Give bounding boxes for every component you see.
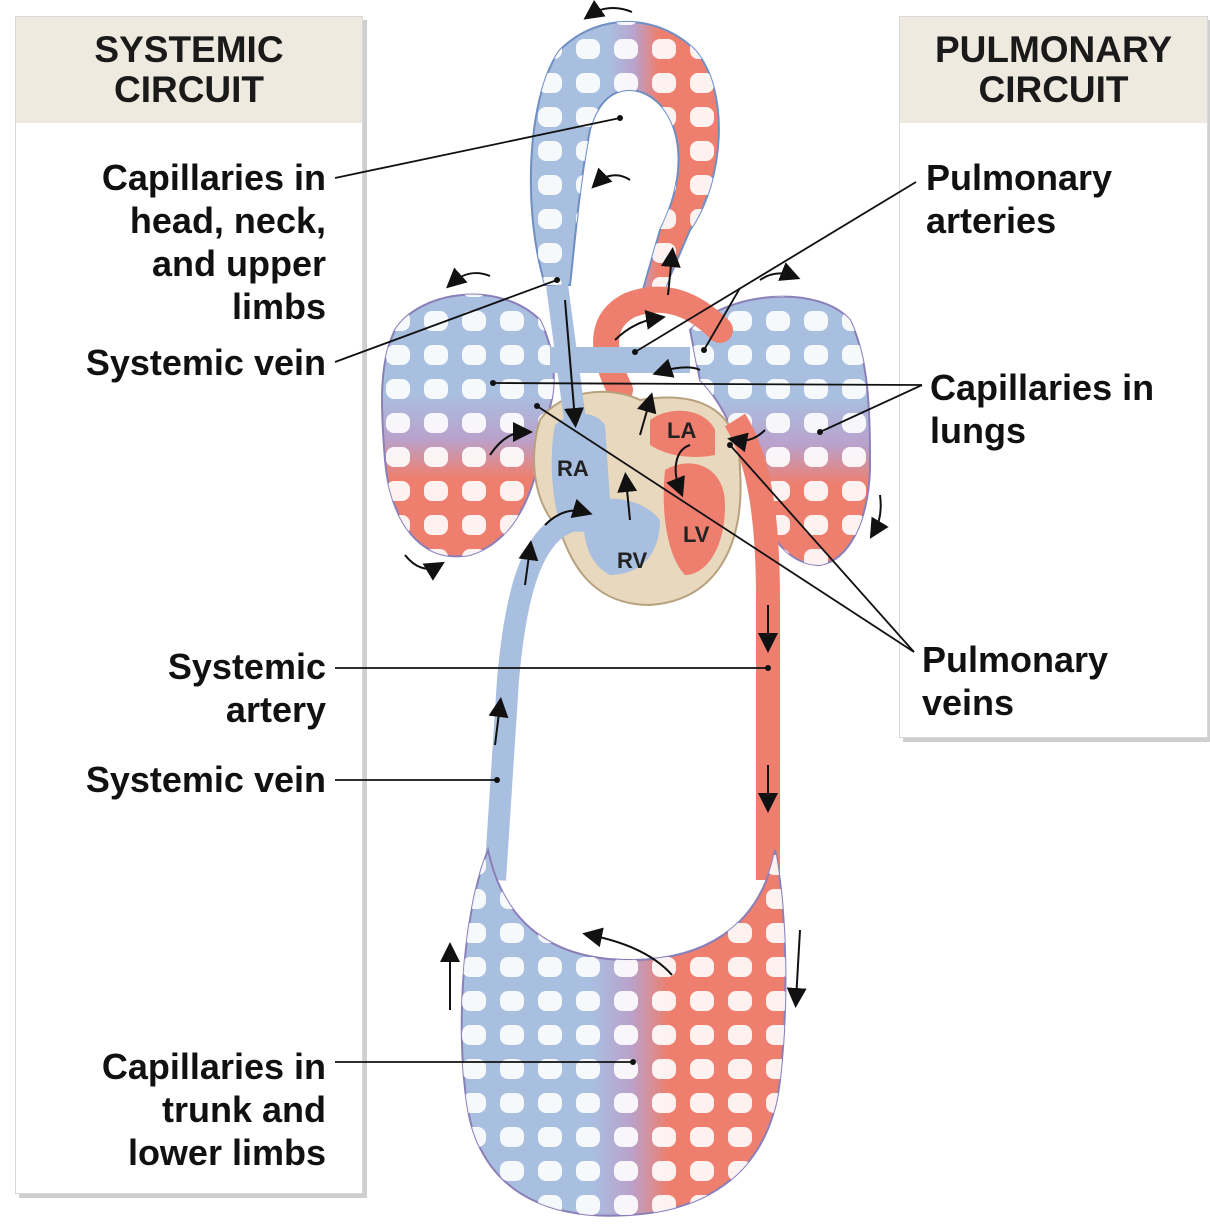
label-cap-lungs-line2: lungs: [930, 409, 1154, 452]
chamber-ra: RA: [557, 456, 589, 481]
label-cap-trunk-line1: Capillaries in: [102, 1045, 326, 1088]
label-cap-head-line3: and upper: [102, 242, 326, 285]
label-sys-artery-line2: artery: [168, 688, 326, 731]
trunk-capillary-bed: [462, 850, 786, 1216]
label-cap-head: Capillaries in head, neck, and upper lim…: [102, 156, 326, 328]
label-cap-head-line2: head, neck,: [102, 199, 326, 242]
label-pulm-veins-line1: Pulmonary: [922, 638, 1108, 681]
label-sys-vein-bottom: Systemic vein: [86, 758, 326, 801]
chamber-rv: RV: [617, 548, 647, 573]
label-cap-trunk-line3: lower limbs: [102, 1131, 326, 1174]
label-cap-head-line4: limbs: [102, 285, 326, 328]
head-capillary-bed: [531, 22, 719, 300]
label-pulm-arteries-line1: Pulmonary: [926, 156, 1112, 199]
left-lung-capillary-bed: [382, 295, 554, 557]
chamber-la: LA: [667, 418, 696, 443]
label-cap-trunk-line2: trunk and: [102, 1088, 326, 1131]
label-pulm-veins-line2: veins: [922, 681, 1108, 724]
label-cap-lungs: Capillaries in lungs: [930, 366, 1154, 452]
label-pulm-arteries-line2: arteries: [926, 199, 1112, 242]
inferior-systemic-vein: [495, 520, 575, 880]
label-cap-trunk: Capillaries in trunk and lower limbs: [102, 1045, 326, 1174]
label-sys-artery: Systemic artery: [168, 645, 326, 731]
label-cap-lungs-line1: Capillaries in: [930, 366, 1154, 409]
label-sys-vein-top: Systemic vein: [86, 341, 326, 384]
label-pulm-veins: Pulmonary veins: [922, 638, 1108, 724]
label-cap-head-line1: Capillaries in: [102, 156, 326, 199]
chamber-lv: LV: [683, 522, 710, 547]
label-pulm-arteries: Pulmonary arteries: [926, 156, 1112, 242]
label-sys-artery-line1: Systemic: [168, 645, 326, 688]
